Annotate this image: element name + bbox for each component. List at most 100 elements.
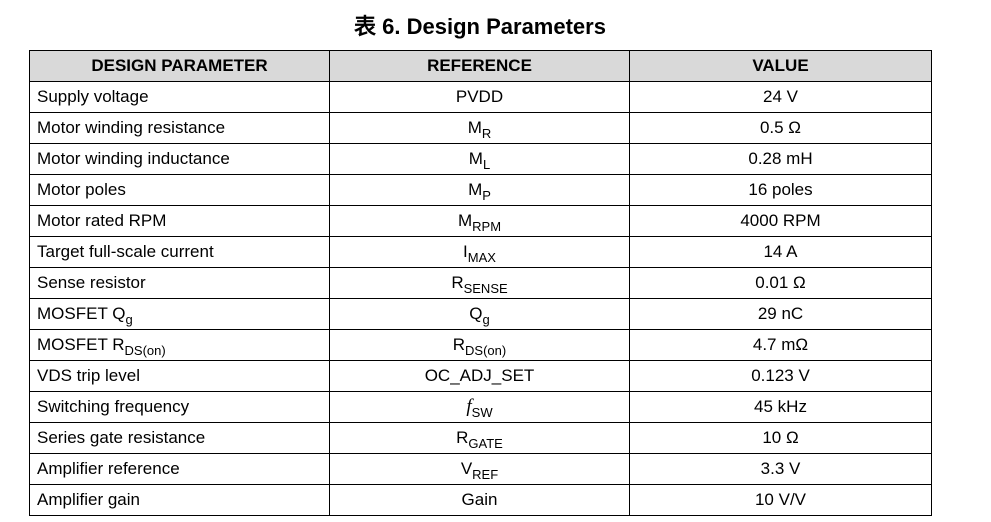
parameter-text: Target full-scale current [37,242,214,261]
reference-subscript: R [481,125,492,141]
caption-title: 6. Design Parameters [382,14,606,39]
reference-symbol: R [451,272,464,292]
parameter-subscript: g [125,311,133,327]
header-reference: REFERENCE [329,50,630,82]
reference-cell: RDS(on) [329,329,630,361]
reference-symbol: OC_ADJ_SET [424,366,535,385]
parameter-cell: Series gate resistance [29,422,330,454]
parameter-text: Amplifier reference [37,459,180,478]
value-cell: 14 A [629,236,932,268]
value-cell: 4000 RPM [629,205,932,237]
parameter-cell: Motor winding inductance [29,143,330,175]
reference-cell: fSW [329,391,630,423]
value-cell: 45 kHz [629,391,932,423]
reference-subscript: MAX [467,249,496,265]
parameter-text: Series gate resistance [37,428,206,447]
reference-symbol: M [467,117,482,137]
parameter-cell: VDS trip level [29,360,330,392]
reference-cell: Qg [329,298,630,330]
reference-symbol: M [468,179,483,199]
reference-subscript: P [482,187,491,203]
reference-subscript: RPM [472,218,502,234]
reference-symbol: Gain [461,490,498,509]
parameter-cell: MOSFET Qg [29,298,330,330]
parameter-text: Motor poles [37,180,126,199]
table-body: Supply voltage PVDD 24 V Motor winding resi… [29,81,932,516]
value-cell: 0.123 V [629,360,932,392]
reference-subscript: DS(on) [465,342,507,358]
parameter-cell: Supply voltage [29,81,330,113]
value-cell: 0.01 Ω [629,267,932,299]
parameter-text: Motor winding inductance [37,149,230,168]
table-row: VDS trip level OC_ADJ_SET 0.123 V [29,360,932,392]
parameter-cell: MOSFET RDS(on) [29,329,330,361]
reference-subscript: L [482,156,491,172]
parameter-cell: Motor poles [29,174,330,206]
header-row: DESIGN PARAMETER REFERENCE VALUE [29,50,932,82]
reference-cell: ML [329,143,630,175]
parameter-text: MOSFET R [37,334,125,354]
value-cell: 10 Ω [629,422,932,454]
reference-cell: MR [329,112,630,144]
reference-symbol: R [456,427,469,447]
value-cell: 16 poles [629,174,932,206]
table-row: Supply voltage PVDD 24 V [29,81,932,113]
reference-subscript: g [482,311,490,327]
reference-subscript: SW [471,404,493,420]
value-cell: 0.28 mH [629,143,932,175]
parameter-cell: Amplifier gain [29,484,330,516]
table-row: Amplifier gain Gain 10 V/V [29,484,932,516]
parameter-subscript: DS(on) [124,342,166,358]
parameter-text: VDS trip level [37,366,140,385]
table-caption: 表 6. Design Parameters [0,12,960,42]
parameter-cell: Motor rated RPM [29,205,330,237]
reference-symbol: f [466,395,472,417]
parameter-text: Supply voltage [37,87,149,106]
parameter-text: Sense resistor [37,273,146,292]
reference-cell: MRPM [329,205,630,237]
header-design-parameter: DESIGN PARAMETER [29,50,330,82]
parameter-text: Switching frequency [37,397,190,416]
reference-symbol: R [452,334,466,354]
reference-symbol: M [457,210,473,230]
reference-cell: Gain [329,484,630,516]
value-cell: 10 V/V [629,484,932,516]
reference-symbol: I [463,241,468,261]
value-cell: 3.3 V [629,453,932,485]
reference-symbol: M [468,148,483,168]
parameter-cell: Motor winding resistance [29,112,330,144]
parameter-text: MOSFET Q [37,303,126,323]
header-value: VALUE [629,50,932,82]
reference-subscript: REF [472,466,499,482]
reference-subscript: SENSE [463,280,508,296]
value-cell: 29 nC [629,298,932,330]
reference-cell: IMAX [329,236,630,268]
parameter-cell: Switching frequency [29,391,330,423]
parameter-cell: Amplifier reference [29,453,330,485]
value-cell: 4.7 mΩ [629,329,932,361]
reference-symbol: PVDD [455,87,504,106]
reference-cell: OC_ADJ_SET [329,360,630,392]
parameter-text: Motor rated RPM [37,211,167,230]
table-row: MOSFET RDS(on)RDS(on)4.7 mΩ [29,329,932,361]
value-cell: 24 V [629,81,932,113]
parameter-text: Motor winding resistance [37,118,226,137]
reference-subscript: GATE [468,435,503,451]
parameter-cell: Sense resistor [29,267,330,299]
reference-cell: RSENSE [329,267,630,299]
reference-cell: RGATE [329,422,630,454]
reference-symbol: V [460,458,473,478]
reference-cell: VREF [329,453,630,485]
caption-prefix: 表 [354,14,377,39]
reference-cell: MP [329,174,630,206]
